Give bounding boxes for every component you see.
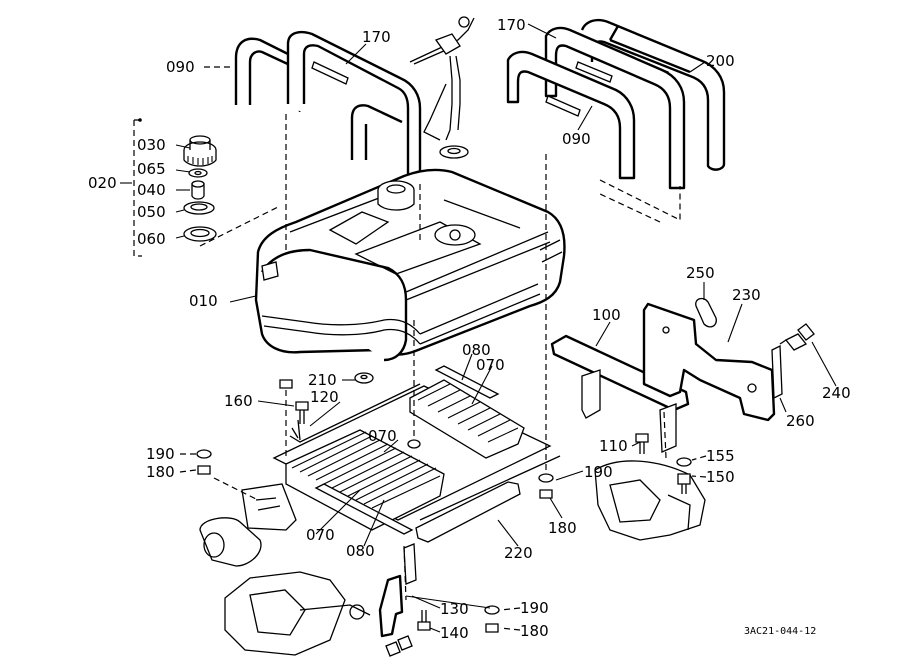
side-plate-230 [642,302,783,422]
label-190-bottom: 190 [520,599,549,617]
label-040: 040 [137,181,166,199]
filler-cap-030 [183,135,217,167]
clip-250 [695,297,717,328]
hardware-small [196,372,692,657]
label-180-left: 180 [146,463,175,481]
washer-065 [188,168,208,178]
strainer-040 [191,180,205,200]
label-090-right: 090 [562,130,591,148]
label-180-bottom: 180 [520,622,549,640]
label-090-left: 090 [166,58,195,76]
reference-code: 3AC21-044-12 [744,626,816,637]
rubber-pad-070-rear [409,379,525,459]
label-180-mid: 180 [548,519,577,537]
label-120: 120 [310,388,339,406]
label-030: 030 [137,136,166,154]
label-240: 240 [822,384,851,402]
assembly-lines [199,114,681,601]
neck-060 [183,226,217,242]
label-070-bottom: 070 [306,526,335,544]
tank-strap-090-right [506,50,636,180]
label-190-mid: 190 [584,463,613,481]
label-020: 020 [88,174,117,192]
label-070-mid: 070 [368,427,397,445]
label-050: 050 [137,203,166,221]
label-110: 110 [599,437,628,455]
label-100: 100 [592,306,621,324]
label-065: 065 [137,160,166,178]
tank-frame-220 [415,455,561,543]
label-010: 010 [189,292,218,310]
tank-strap-170-right [544,26,686,190]
label-260: 260 [786,412,815,430]
label-150: 150 [706,468,735,486]
label-220: 220 [504,544,533,562]
label-190-left: 190 [146,445,175,463]
tank-strap-170-left [286,30,422,184]
rubber-pad-070-front [285,429,445,531]
label-160: 160 [224,392,253,410]
label-130: 130 [440,600,469,618]
label-060: 060 [137,230,166,248]
rubber-strip-080 [314,365,500,535]
tank-strap-090-left [234,37,302,112]
filler-cap-group-020 [133,118,142,257]
fuel-tank-010 [254,168,566,362]
label-200: 200 [706,52,735,70]
label-170-right: 170 [497,16,526,34]
bracket-100 [550,334,690,453]
label-080-bottom: 080 [346,542,375,560]
label-140: 140 [440,624,469,642]
label-070-top: 070 [476,356,505,374]
leader-lines [120,23,837,633]
gasket-050 [183,201,215,215]
label-210: 210 [308,371,337,389]
engine-frame-sketch [199,460,706,656]
label-170-left: 170 [362,28,391,46]
fuel-sender-unit [409,16,475,159]
label-250: 250 [686,264,715,282]
label-230: 230 [732,286,761,304]
part-labels: 090 170 170 200 090 030 065 020 040 050 … [88,16,851,642]
bolt-240 [779,323,815,351]
label-155: 155 [706,447,735,465]
label-080-top: 080 [462,341,491,359]
